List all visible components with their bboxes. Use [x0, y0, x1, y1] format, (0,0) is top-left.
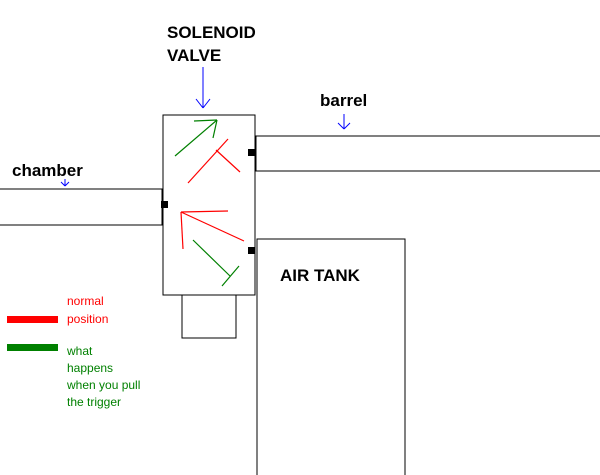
legend-normal-line1: normal — [67, 294, 104, 308]
barrel-port-marker — [248, 149, 255, 156]
trigger-blocked-symbol-lower — [192, 239, 240, 287]
normal-blocked-symbol-upper — [187, 138, 241, 184]
legend-trigger-swatch — [7, 344, 58, 351]
air-tank — [256, 238, 406, 475]
trigger-flow-arrow-upper — [174, 119, 218, 157]
pointer-arrow-solenoid — [195, 67, 211, 109]
solenoid-label-line2: VALVE — [167, 46, 221, 65]
legend-normal-line2: position — [67, 312, 108, 326]
solenoid-valve-body — [162, 114, 256, 296]
solenoid-coil-box — [181, 294, 237, 339]
barrel-pipe — [255, 135, 600, 172]
pointer-arrow-chamber — [60, 179, 70, 187]
legend-trigger-line2: happens — [67, 361, 113, 375]
chamber-port-marker — [161, 201, 168, 208]
legend-trigger-line4: the trigger — [67, 395, 121, 409]
barrel-label: barrel — [320, 91, 367, 110]
legend-normal-swatch — [7, 316, 58, 323]
legend-trigger-line3: when you pull — [66, 378, 140, 392]
chamber-label: chamber — [12, 161, 83, 180]
normal-flow-arrow-lower — [180, 210, 245, 250]
solenoid-label-line1: SOLENOID — [167, 23, 256, 42]
legend-trigger-line1: what — [66, 344, 93, 358]
chamber-pipe — [0, 188, 163, 226]
tank-port-marker — [248, 247, 255, 254]
air-tank-label: AIR TANK — [280, 266, 361, 285]
pointer-arrow-barrel — [337, 114, 351, 130]
